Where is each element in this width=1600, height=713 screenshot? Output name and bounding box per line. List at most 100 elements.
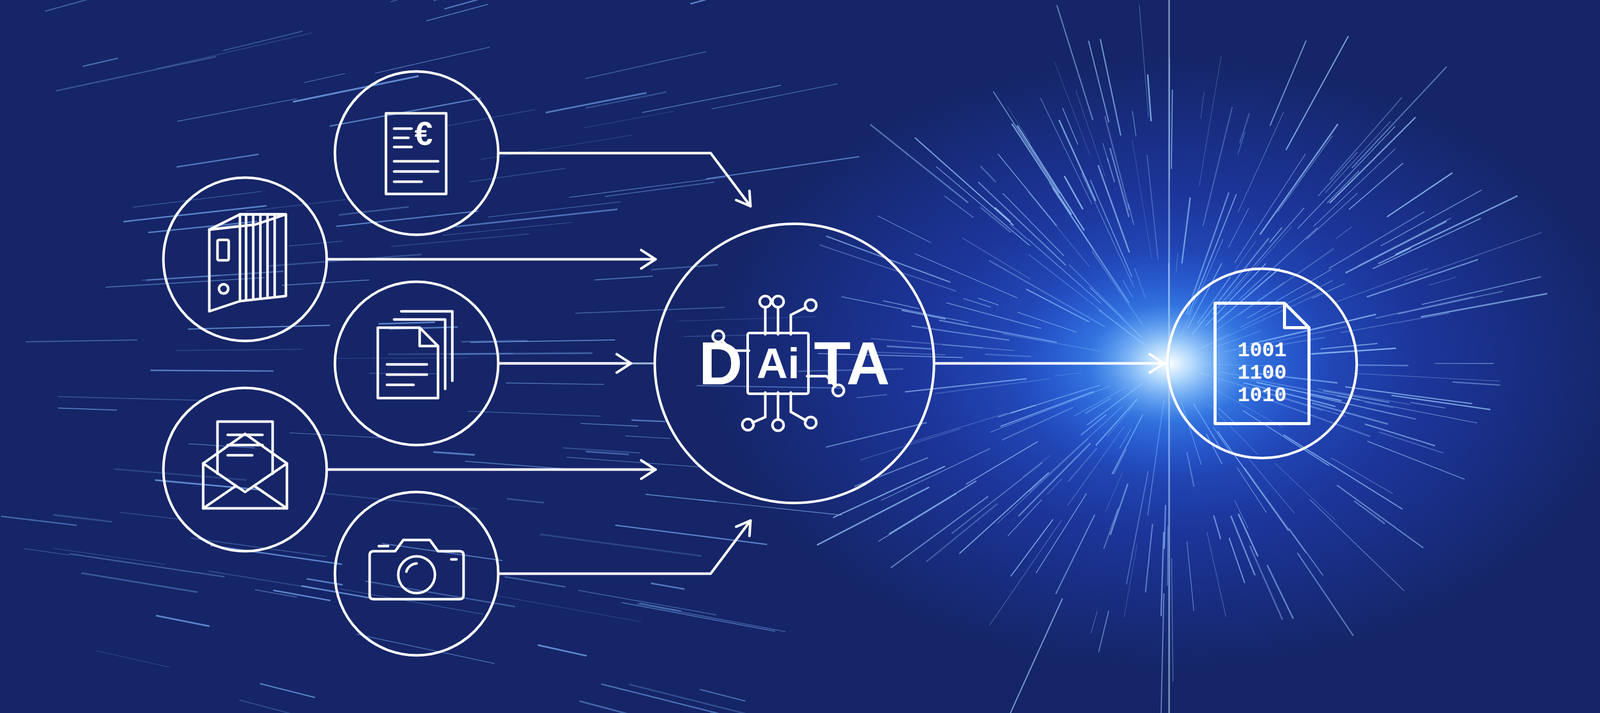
light-ray [1429,277,1457,286]
speed-streak [625,435,671,439]
light-ray [1055,514,1096,595]
light-ray [1234,500,1248,529]
light-ray [1147,154,1159,260]
light-ray [1283,434,1403,510]
light-ray [1378,248,1412,264]
light-ray [1145,524,1153,593]
light-ray [980,165,997,182]
currency-symbol: € [414,117,433,151]
light-ray [1213,515,1221,540]
arrow-head [1149,354,1165,373]
light-ray [1104,116,1129,210]
speed-streak [676,316,816,322]
light-ray [1171,89,1173,169]
light-ray [1366,259,1478,298]
light-ray [1171,558,1174,682]
logo-text: TA [813,333,890,394]
speed-streak [504,576,566,588]
speed-streak [604,182,715,197]
speed-streak [304,73,346,83]
light-ray [1348,163,1403,210]
speed-streak [156,615,210,627]
light-ray [1420,293,1548,318]
speed-streak [223,31,303,51]
speed-streak [288,240,343,247]
speed-streak [281,280,370,286]
light-ray [1286,36,1349,151]
light-ray [1312,403,1389,425]
speed-streak [577,590,717,615]
light-ray [1395,196,1518,255]
chip-pin-end [805,299,817,311]
light-ray [1102,142,1109,162]
speed-streak [651,264,719,271]
light-ray [1312,283,1346,299]
light-ray [860,428,961,461]
speed-streak [55,56,217,91]
speed-streak [378,322,435,324]
chip-pin-end [742,419,754,431]
light-ray [1035,493,1087,574]
speed-streak [246,199,347,212]
speed-streak [374,46,490,74]
input-circle [163,177,327,342]
speed-streak [44,0,128,12]
speed-streak [690,0,827,5]
envelope-icon [203,421,287,509]
chip-pin [790,392,807,421]
speed-streak [566,457,702,468]
light-ray [816,487,930,545]
speed-streak [563,447,641,453]
speed-streak [26,340,138,343]
light-ray [911,326,1010,341]
light-ray [944,196,974,218]
light-ray [1421,276,1541,305]
speed-streak [210,545,343,565]
light-ray [995,207,1011,222]
light-ray [1100,38,1121,136]
speed-streak [711,83,838,109]
speed-streak [176,154,259,167]
light-ray [1452,381,1500,385]
light-ray [1325,121,1391,193]
chip-pin [790,307,807,335]
light-ray [890,496,988,569]
speed-streak [306,578,344,586]
speed-streak [706,156,860,179]
light-ray [1387,173,1453,217]
light-ray [1239,112,1250,144]
light-ray [1007,106,1031,144]
light-ray [1105,472,1123,512]
light-ray [951,462,1043,534]
camera-icon [369,540,464,600]
light-ray [1056,5,1094,120]
light-ray [1354,501,1386,524]
light-ray [1244,467,1306,554]
light-ray [1277,135,1333,213]
speed-streak [586,91,667,109]
light-ray [1356,364,1409,367]
light-ray [1297,552,1354,636]
light-ray [826,422,928,448]
light-ray [1062,108,1078,145]
input-circle [163,388,327,552]
light-ray [1340,313,1449,333]
light-ray [1372,218,1482,270]
speed-streak [480,135,633,160]
light-ray [1228,208,1249,249]
light-ray [1353,373,1500,381]
speed-streak [470,340,616,343]
light-ray [1410,402,1446,408]
light-ray [1103,508,1119,550]
speed-streak [58,396,201,401]
light-ray [1309,499,1404,591]
light-ray [1317,388,1411,405]
chip-pin [777,392,780,420]
light-ray [1054,61,1090,155]
light-ray [1434,362,1494,364]
speed-streak [628,684,777,713]
chip-symbol: Ai [746,331,810,396]
light-ray [881,448,990,501]
speed-streak [645,494,717,502]
